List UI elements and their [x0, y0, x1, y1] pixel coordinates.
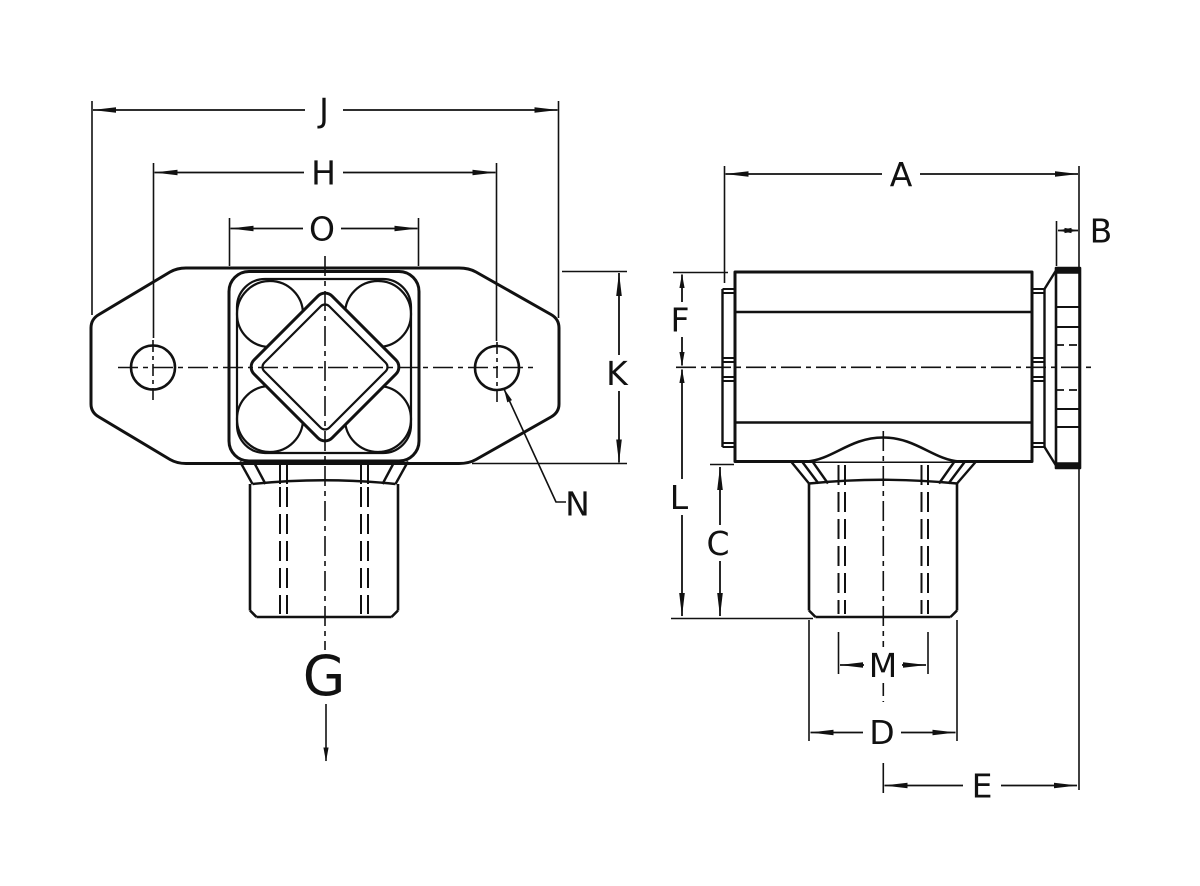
dim-label-F: F — [671, 301, 690, 340]
dim-label-D: D — [869, 713, 894, 752]
dim-label-J: J — [317, 91, 329, 130]
dim-label-E: E — [972, 767, 993, 806]
front-label-backgrounds — [303, 92, 636, 391]
dim-label-M: M — [869, 646, 897, 685]
dim-label-G: G — [303, 644, 346, 708]
front-extension-lines — [91, 101, 627, 465]
side-label-backgrounds — [662, 156, 1001, 804]
front-view: J H O K N G — [89, 91, 636, 762]
front-tube-inner — [235, 277, 413, 455]
front-stem — [248, 484, 400, 619]
dim-label-N: N — [565, 485, 590, 524]
front-centerlines — [118, 256, 537, 650]
leader-N — [503, 388, 566, 503]
side-view: A B F L C M D E — [662, 155, 1112, 806]
front-diamond-inner — [261, 303, 389, 431]
front-skirt — [238, 460, 410, 486]
dim-label-L: L — [670, 478, 689, 517]
dim-label-A: A — [890, 155, 913, 194]
side-extension-lines — [671, 166, 1080, 790]
dim-label-K: K — [606, 354, 629, 393]
dim-label-C: C — [706, 524, 729, 563]
dim-label-H: H — [311, 154, 336, 193]
dim-label-O: O — [309, 210, 335, 249]
dim-label-B: B — [1090, 212, 1113, 251]
